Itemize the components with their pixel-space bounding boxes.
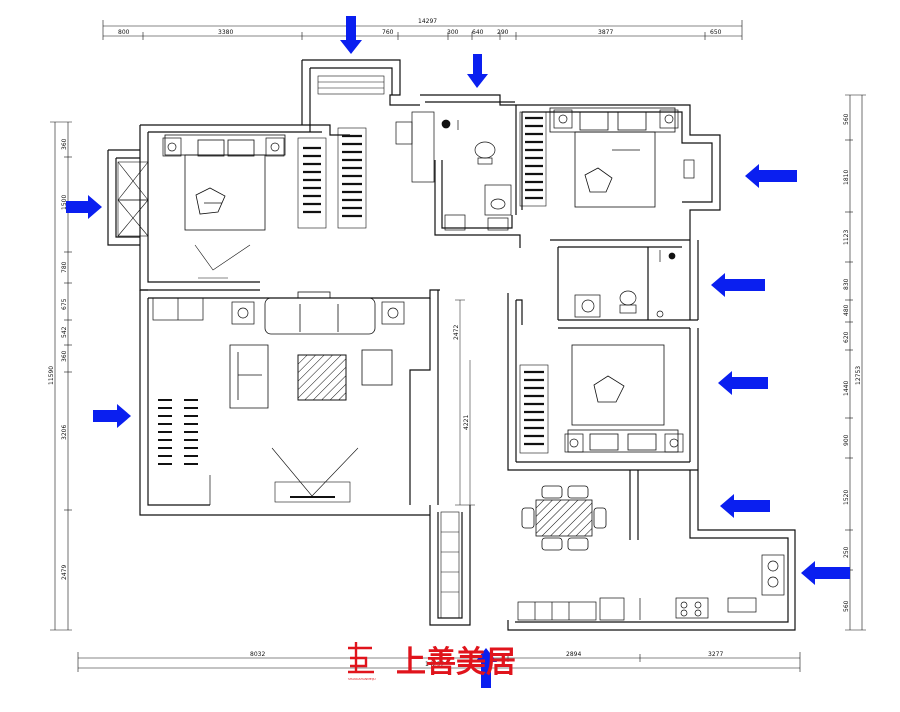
ottoman — [361, 349, 393, 386]
nightstand-icons-top-right — [553, 109, 695, 179]
brand-logo: 上善美居 SHANGSHANMEIJU — [348, 642, 516, 681]
tv-cone-living — [271, 447, 359, 503]
corridor-cabinet — [440, 511, 460, 619]
right-dim-6: 620 — [843, 331, 850, 343]
bottom-dim-1: 8032 — [250, 651, 265, 658]
shoe-cabinet-living — [152, 297, 211, 505]
balcony-top — [317, 75, 385, 95]
top-dim-labels: 800 3380 760 300 640 290 3877 650 — [118, 29, 722, 36]
left-dim-labels: 360 1500 780 675 542 360 3206 2479 11590 — [48, 138, 68, 580]
nightstand-icons-top-left — [162, 137, 285, 157]
top-dim-4: 300 — [447, 29, 459, 36]
right-dim-11: 560 — [843, 600, 850, 612]
left-dim-2: 1500 — [61, 195, 68, 210]
wardrobe-frame-top-right — [519, 111, 547, 207]
logo-subtext: SHANGSHANMEIJU — [348, 677, 376, 681]
right-dim-8: 900 — [843, 434, 850, 446]
left-dim-5: 542 — [61, 326, 68, 338]
interior-dim-1: 4221 — [463, 415, 470, 430]
bed-top-left — [164, 134, 286, 231]
left-dim-3: 780 — [61, 261, 68, 273]
top-dim-5: 640 — [472, 29, 484, 36]
right-dim-1: 560 — [843, 113, 850, 125]
top-dim-6: 290 — [497, 29, 509, 36]
tv-cone-top-left — [194, 244, 251, 279]
right-total-dim: 12753 — [855, 366, 862, 385]
left-total-dim: 11590 — [48, 366, 55, 385]
right-dim-labels: 560 1810 1123 830 480 620 1440 900 1520 … — [843, 113, 862, 612]
bed-top-right — [549, 107, 676, 208]
arrow-top-bathroom — [467, 54, 488, 88]
top-dim-7: 3877 — [598, 29, 613, 36]
right-dim-9: 1520 — [843, 490, 850, 505]
left-dim-1: 360 — [61, 138, 68, 150]
top-dim-2: 3380 — [218, 29, 233, 36]
right-dim-7: 1440 — [843, 381, 850, 396]
kitchen-counter — [517, 554, 785, 621]
logo-text: 上善美居 — [396, 645, 516, 680]
coffee-table — [297, 354, 347, 401]
wardrobe-top-left — [297, 127, 367, 229]
top-dim-3: 760 — [382, 29, 394, 36]
desk-top — [395, 111, 435, 183]
dining-chairs — [521, 485, 607, 551]
view-arrows — [66, 16, 850, 688]
side-tables-living — [231, 301, 405, 325]
left-dim-6: 360 — [61, 350, 68, 362]
bottom-dim-3: 3277 — [708, 651, 723, 658]
walls — [107, 59, 796, 631]
dining-table — [535, 499, 593, 537]
left-dim-4: 675 — [61, 298, 68, 310]
top-dim-1: 800 — [118, 29, 130, 36]
top-dim-8: 650 — [710, 29, 722, 36]
arrow-right-bathroom — [711, 273, 765, 297]
wardrobe-frame-mid-right — [519, 364, 549, 454]
arrow-right-dining — [720, 494, 770, 518]
wardrobe-mid-right — [524, 370, 544, 446]
nightstand-icons-mid-right — [564, 433, 684, 453]
sofa — [264, 291, 376, 335]
arrow-right-kitchen — [801, 561, 850, 585]
right-dim-5: 480 — [843, 304, 850, 316]
arrow-top-balcony — [340, 16, 362, 54]
armchair-living — [229, 344, 269, 409]
arrow-left-living — [93, 404, 131, 428]
right-dim-3: 1123 — [843, 230, 850, 245]
arrow-left-bedroom — [66, 195, 102, 219]
wardrobe-hangers-top-left — [303, 134, 362, 218]
bed-mid-right — [567, 344, 679, 453]
top-dimension-line — [102, 20, 743, 40]
shoe-rack-living — [158, 399, 198, 465]
interior-dim-2: 2472 — [453, 325, 460, 340]
bathroom-mid-right — [574, 250, 676, 318]
arrow-right-bedroom — [718, 371, 768, 395]
interior-dimension-lines — [455, 299, 475, 506]
wardrobe-top-right — [525, 116, 543, 200]
right-dim-10: 250 — [843, 546, 850, 558]
left-dim-8: 2479 — [61, 565, 68, 580]
bathroom-top — [441, 119, 512, 231]
bottom-dim-2: 2894 — [566, 651, 581, 658]
bottom-dimension-line — [77, 652, 801, 672]
right-dim-4: 830 — [843, 278, 850, 290]
logo-mark-icon — [348, 642, 374, 674]
left-dim-7: 3206 — [61, 425, 68, 440]
balcony-windows-left — [117, 161, 149, 237]
arrow-bottom-entry — [475, 648, 497, 688]
right-dim-2: 1810 — [843, 170, 850, 185]
top-total-dim: 14297 — [418, 18, 437, 25]
right-dimension-line — [845, 94, 866, 631]
bottom-total-dim: 14297 — [425, 661, 444, 668]
arrow-right-master-bedroom — [745, 164, 797, 188]
